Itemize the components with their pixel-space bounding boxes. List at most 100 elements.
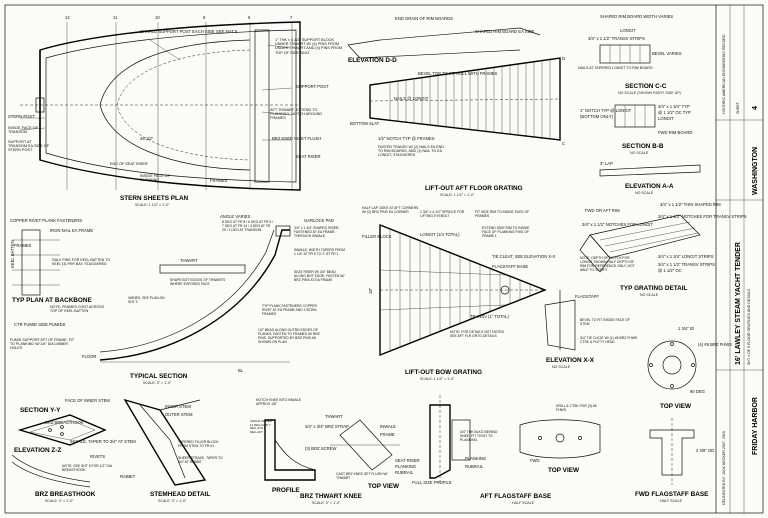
stemhead-detail: INNER STEM OUTER STEM TAPERED FILLER BLO… — [120, 398, 223, 503]
note-shape-edges-wrap: SHAPE BOT EDGES OF THWARTS WHERE EXPOSED… — [170, 278, 226, 286]
frame-number-12: 12 — [65, 15, 70, 20]
brz-thwart-knee: PROFILE NOTCH KNEE INTO INWALE APPROX 1/… — [250, 398, 420, 505]
grating-rim-block — [579, 234, 611, 273]
note-bead: 1/2" BEAD ALONG OUTBD EDGES OF PLANKS, F… — [258, 328, 320, 344]
frame-number-9: 9 — [203, 15, 206, 20]
frame-number-10: 10 — [155, 15, 160, 20]
note-fit-rim: FIT SIDE RIM TO INSIDE FACE OF FRAMES — [475, 210, 530, 218]
thwart-section — [159, 264, 246, 274]
note-shaped-rim: SHAPED RIM BOARD EA SIDE — [475, 29, 535, 34]
stemhead-title: STEMHEAD DETAIL — [150, 491, 210, 498]
aft-flag-profile — [429, 404, 451, 479]
note-fwd-dia: 1 3/4" ID — [678, 326, 694, 331]
note-extend-wrap: EXTEND SIDE RIM TO INSIDE FACE OF PLANKI… — [482, 226, 530, 238]
note-bead-wrap: 1/2" BEAD ALONG OUTBD EDGES OF PLANKS, F… — [258, 328, 320, 344]
note-inwale-wrap: INWALE, WIDTH TAPERS FROM 1 1/4" AT FR 5… — [294, 248, 345, 256]
note-rabbit: RABBIT — [120, 474, 136, 479]
note-knee-cast-wrap: CAST BRZ KNEE SET FLUSH W/ THWART — [336, 472, 388, 480]
typ-grating-title: TYP GRATING DETAIL — [620, 285, 688, 292]
note-ctr-fumid: CTR FUMID SIDE PUMIDS — [14, 322, 66, 327]
aft-thwart — [254, 29, 270, 183]
note-knee-seat-riser: SEAT RISER — [395, 458, 420, 463]
note-fwd-od: 2 3/8" OD — [696, 448, 714, 453]
inner-frame-curve — [99, 229, 275, 353]
note-seat-riser: SEAT RISER — [296, 154, 321, 159]
note-brz-breasthook: BRZ BREASTHOOK — [45, 420, 84, 425]
fwd-flagstaff-scale: HALF SCALE — [660, 499, 683, 503]
elev-d-top — [347, 27, 541, 46]
elevation-dd-title: ELEVATION D-D — [348, 57, 397, 64]
note-knee-inwale: INWALE — [380, 424, 396, 429]
stern-leaders — [19, 39, 293, 141]
note-shaped-support: SHAPED SUPPORT POST EACH SIDE SEE SHT 5 — [140, 29, 238, 34]
note-extend: EXTEND SIDE RIM TO INSIDE FACE OF PLANKI… — [482, 226, 530, 238]
stern-sheets-plan: 12 11 10 9 8 7 46 1/2" — [8, 15, 342, 207]
typ-plan-backbone: COPPER RIVET PLANK FASTENERS IRON NAIL E… — [10, 218, 111, 359]
fwd-flag-top-outer — [647, 340, 697, 390]
typical-section-scale: SCALE: 3" = 1'-0" — [143, 381, 172, 385]
note-lift-longit: 1 3/4" x 4 1/2" SPRUCE FOR LIFTING EYEBO… — [420, 210, 465, 218]
note-support-transom-wrap: SUPPORT AT TRANSOM EA SIDE OF STERN POST — [8, 140, 50, 153]
note-notch-depth: NOTE: DEPTH OF NOTCH FOR LONGIT SHOWN HA… — [580, 256, 635, 272]
note-bl: BL — [238, 368, 244, 373]
note-half-lap: HALF LAP JOINT AT AFT CORNERS W/ (2) BRZ… — [362, 206, 419, 214]
note-shape-edges: SHAPE BOT EDGES OF THWARTS WHERE EXPOSED… — [170, 278, 226, 286]
note-flagstaff: FLAGSTAFF — [575, 294, 599, 299]
stern-sheets-scale: SCALE: 1 1/2" = 1'-0" — [135, 203, 170, 207]
note-b-a5: (BOTTOM ONLY) — [580, 114, 613, 119]
keel-batten — [21, 229, 41, 296]
brz-thwart-knee-scale: SCALE: 3" = 1'-0" — [312, 501, 341, 505]
section-mark-c: C — [562, 141, 565, 146]
bow-dimension: 18" — [368, 287, 373, 294]
note-end-grain: END GRAIN OF RIM BOARDS — [395, 16, 453, 21]
hull-outline — [39, 21, 301, 191]
elevation-a-scale: NO SCALE — [635, 191, 654, 195]
knee-top-view — [339, 419, 393, 471]
note-fumid-support-wrap: FUMID SUPPORT AFT OF FRAME, FIT TO PLANK… — [10, 338, 74, 350]
note-grat-transv: 3/4" x 1 1/2" TRANSV STRIPS — [658, 262, 715, 267]
note-aft-cleat: 3/4" THK BLKG BEHIND KNEE, FIT TIGHT TO … — [460, 430, 498, 442]
brz-thwart-knee-title: BRZ THWART KNEE — [300, 493, 363, 500]
aft-grating-centerline — [369, 98, 561, 102]
note-seat-riser-bead-wrap: SEAT RISER W/ 3/4" BEAD ALONG BOT EDGE, … — [294, 270, 344, 282]
note-inside-planking: INSIDE FACE OF PLANKING — [140, 174, 170, 183]
brz-breasthook-title: BRZ BREASTHOOK — [35, 491, 96, 498]
elevation-aa: 3" LAP ELEVATION A-A NO SCALE — [599, 161, 701, 195]
note-iron-nail: IRON NAIL EA FRAME — [50, 228, 93, 233]
elevation-dd: END GRAIN OF RIM BOARDS SHAPED RIM BOARD… — [347, 16, 541, 64]
note-tie-cleat: TIE CLEAT, SEE ELEVATION X-X — [492, 254, 556, 259]
section-bb: 3/4" x 1 3/4" TYP @ 1 1/2" OC TYP LONGIT… — [580, 104, 692, 155]
tb-subtitle: SHT 4 OF 5 FLOOR GRATINGS AND DETAILS — [747, 288, 751, 365]
note-typ-plank: TYP PLANK FASTENERS COPPER RIVET AT EA F… — [262, 304, 317, 316]
breasthook-elev — [11, 454, 91, 483]
section-c-scale: NO SCALE (SHOWN RIGHT SIDE UP) — [618, 91, 681, 95]
note-b-a4: 1" NOTCH TYP @ LONGIT — [580, 108, 632, 113]
note-support-transom: SUPPORT AT TRANSOM EA SIDE OF STERN POST — [8, 140, 50, 153]
note-aft-thwart: AFT THWART, EXTEND TO PLANKING, NOTCH AR… — [270, 108, 323, 121]
lift-out-aft-scale: SCALE: 1 1/2" = 1'-0" — [440, 193, 475, 197]
note-end-seat-wrap: END OF SEAT RISER — [110, 162, 148, 166]
note-frames: FRAMES — [210, 178, 228, 183]
note-a-lap: 3" LAP — [600, 161, 613, 166]
note-knee-angle: ANGLE VARIES 11 DEG FWD 7 DEG 4TH 5 DEG … — [250, 420, 272, 434]
note-end-seat: END OF SEAT RISER — [110, 162, 148, 166]
lift-out-bow-grating: HALF LAP JOINT AT AFT CORNERS W/ (2) BRZ… — [362, 206, 556, 381]
elev-a-body — [599, 164, 701, 177]
aft-grating-outline — [369, 57, 561, 141]
note-varies: VARIES, SEE PLAN ON SHT 3 — [128, 296, 165, 304]
section-b-title: SECTION B-B — [622, 143, 664, 150]
aft-flag-top-view — [519, 419, 601, 459]
note-angles-wrap: 8 DEG AT FR 8 / 6 DEG AT FR 5 / 7 DEG AT… — [222, 220, 273, 232]
note-bow-details: NOTE: FOR DETAILS NOT NOTED SEE AFT FLR … — [450, 330, 505, 338]
stemhead-body — [123, 398, 207, 486]
lift-out-bow-title: LIFT-OUT BOW GRATING — [405, 369, 482, 376]
typ-grating-scale: NO SCALE — [640, 293, 659, 297]
stern-dimension: 46 1/2" — [140, 136, 154, 141]
aft-flagstaff-scale: HALF SCALE — [512, 501, 535, 505]
note-galv: GALV PINS FOR KEEL BATTEN TO KEEL (3) PE… — [52, 258, 111, 266]
note-notches-longit: 3/4" x 1 1/2" NOTCHES FOR LONGIT — [582, 222, 653, 227]
note-aft-thwart-wrap: AFT THWART, EXTEND TO PLANKING, NOTCH AR… — [270, 108, 323, 121]
note-bevel: BEVEL TOP TO FIT HULL WITH FRAMES — [418, 71, 497, 76]
